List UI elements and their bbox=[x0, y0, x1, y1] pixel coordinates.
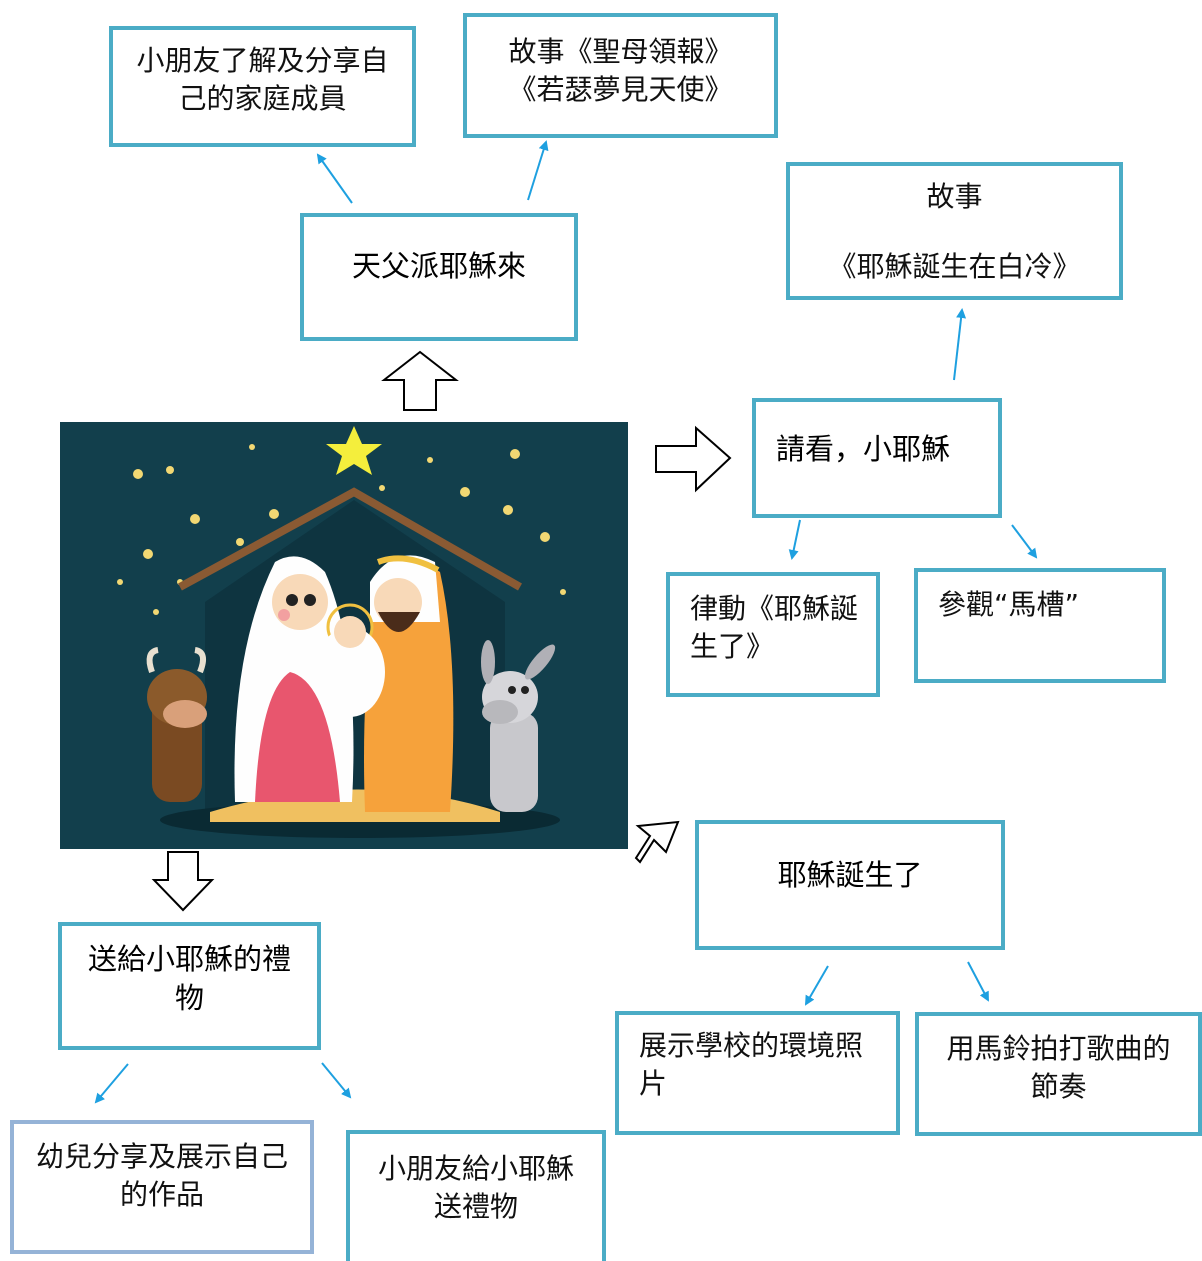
activity-text: 展示學校的環境照片 bbox=[639, 1029, 864, 1100]
activity-text: 參觀“馬槽” bbox=[938, 588, 1080, 621]
activity-box-school-photos: 展示學校的環境照片 bbox=[615, 1011, 900, 1135]
down-left-block-arrow-icon bbox=[634, 820, 680, 864]
activity-box-rhythm: 律動《耶穌誕生了》 bbox=[666, 572, 880, 697]
arrow-to-photos-box bbox=[804, 965, 829, 1006]
branch-box-gifts-for-jesus: 送給小耶穌的禮物 bbox=[58, 922, 321, 1050]
arrow-to-gift-box bbox=[321, 1062, 352, 1099]
arrow-to-rhythm-box bbox=[788, 519, 801, 560]
activity-box-share-works: 幼兒分享及展示自己的作品 bbox=[10, 1120, 314, 1254]
activity-box-visit-manger: 參觀“馬槽” bbox=[914, 568, 1166, 683]
activity-box-give-gifts: 小朋友給小耶穌送禮物 bbox=[346, 1130, 606, 1261]
mary bbox=[234, 556, 354, 802]
activity-text: 故事《聖母領報》《若瑟夢見天使》 bbox=[508, 35, 733, 106]
branch-box-look-little-jesus: 請看，小耶穌 bbox=[752, 398, 1002, 518]
activity-text: 律動《耶穌誕生了》 bbox=[690, 592, 859, 663]
arrow-to-story-box bbox=[527, 140, 549, 201]
activity-box-annunciation-story: 故事《聖母領報》《若瑟夢見天使》 bbox=[463, 13, 778, 138]
activity-box-family-members: 小朋友了解及分享自己的家庭成員 bbox=[109, 26, 416, 147]
branch-box-jesus-born: 耶穌誕生了 bbox=[695, 820, 1005, 950]
activity-box-bethlehem-story: 故事 《耶穌誕生在白冷》 bbox=[786, 162, 1123, 300]
right-block-arrow-icon bbox=[655, 425, 732, 493]
joseph bbox=[364, 555, 454, 812]
activity-text: 用馬鈴拍打歌曲的節奏 bbox=[946, 1032, 1171, 1103]
stable-roof bbox=[178, 487, 522, 591]
activity-box-bell-rhythm: 用馬鈴拍打歌曲的節奏 bbox=[915, 1012, 1202, 1136]
activity-text: 小朋友了解及分享自己的家庭成員 bbox=[136, 44, 389, 115]
donkey bbox=[481, 640, 556, 812]
sky-dots bbox=[117, 444, 566, 615]
branch-label: 天父派耶穌來 bbox=[351, 249, 526, 283]
branch-label: 送給小耶穌的禮物 bbox=[87, 942, 291, 1016]
arrow-to-share-works-box bbox=[94, 1063, 129, 1104]
branch-label: 耶穌誕生了 bbox=[777, 858, 923, 892]
story-line-2: 《耶穌誕生在白冷》 bbox=[828, 250, 1081, 283]
story-line-1: 故事 bbox=[926, 180, 983, 213]
arrow-to-bells-box bbox=[967, 961, 989, 1002]
arrow-to-bethlehem-story bbox=[953, 308, 967, 381]
nativity-illustration bbox=[60, 422, 628, 849]
activity-text: 幼兒分享及展示自己的作品 bbox=[35, 1140, 288, 1211]
branch-label: 請看，小耶穌 bbox=[776, 432, 951, 466]
arrow-to-family-box bbox=[316, 153, 353, 204]
ox bbox=[146, 647, 207, 802]
branch-box-god-sends-jesus: 天父派耶穌來 bbox=[300, 213, 578, 341]
up-block-arrow-icon bbox=[381, 350, 459, 411]
activity-text: 小朋友給小耶穌送禮物 bbox=[377, 1152, 574, 1223]
down-block-arrow-icon bbox=[151, 851, 215, 912]
star-icon bbox=[326, 426, 382, 475]
baby-jesus bbox=[315, 603, 385, 717]
arrow-to-manger-box bbox=[1011, 524, 1038, 559]
